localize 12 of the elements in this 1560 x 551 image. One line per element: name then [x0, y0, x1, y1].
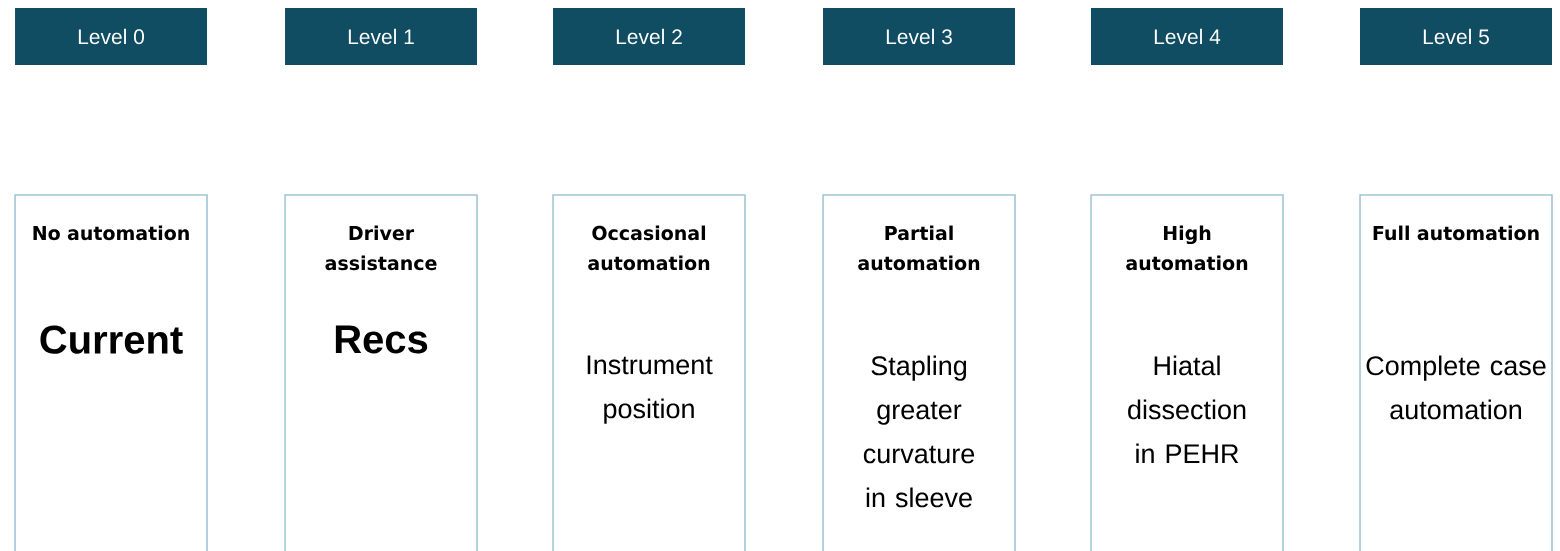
level-box: Level 5 — [1360, 8, 1552, 65]
level-box: Level 4 — [1091, 8, 1283, 65]
level-column: Driver assistance Recs — [284, 194, 478, 551]
level-box: Level 1 — [285, 8, 477, 65]
level-box: Level 0 — [15, 8, 207, 65]
level-column: Partial automation Stapling greater curvature in sleeve — [822, 194, 1016, 551]
level-column: Full automation Complete case automation — [1359, 194, 1553, 551]
level-column: High automation Hiatal dissection in PEHR — [1090, 194, 1284, 551]
level-box: Level 2 — [553, 8, 745, 65]
level-box: Level 3 — [823, 8, 1015, 65]
level-column: Occasional automation Instrument position — [552, 194, 746, 551]
level-column: No automation Current — [14, 194, 208, 551]
